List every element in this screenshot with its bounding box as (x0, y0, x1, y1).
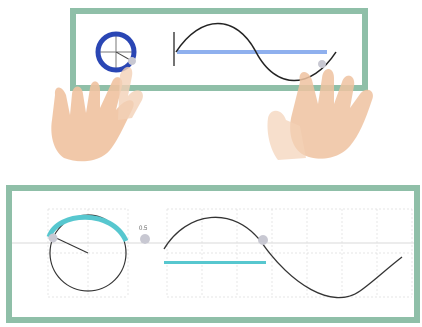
wave-grid (166, 208, 413, 298)
wave-marker[interactable] (258, 235, 268, 245)
highlight-bar (164, 261, 266, 264)
unit-circle-icon (95, 31, 137, 73)
radius-line (53, 236, 89, 254)
top-demo-canvas (95, 22, 337, 82)
bottom-demo-frame: 0.5 (6, 185, 420, 323)
unit-circle-icon (46, 214, 129, 292)
circle-marker (128, 57, 136, 65)
top-demo-frame (70, 8, 368, 91)
sine-wave-icon (175, 22, 337, 82)
value-slider-handle[interactable] (140, 234, 150, 244)
sine-wave-icon (163, 216, 403, 299)
angle-arc (46, 214, 129, 243)
circle-marker (48, 233, 58, 243)
angle-value-label: 0.5 (139, 226, 148, 232)
touch-hands-icon (51, 66, 373, 162)
highlight-bar (177, 50, 327, 54)
wave-marker (318, 60, 326, 68)
bottom-demo-canvas (12, 208, 414, 299)
